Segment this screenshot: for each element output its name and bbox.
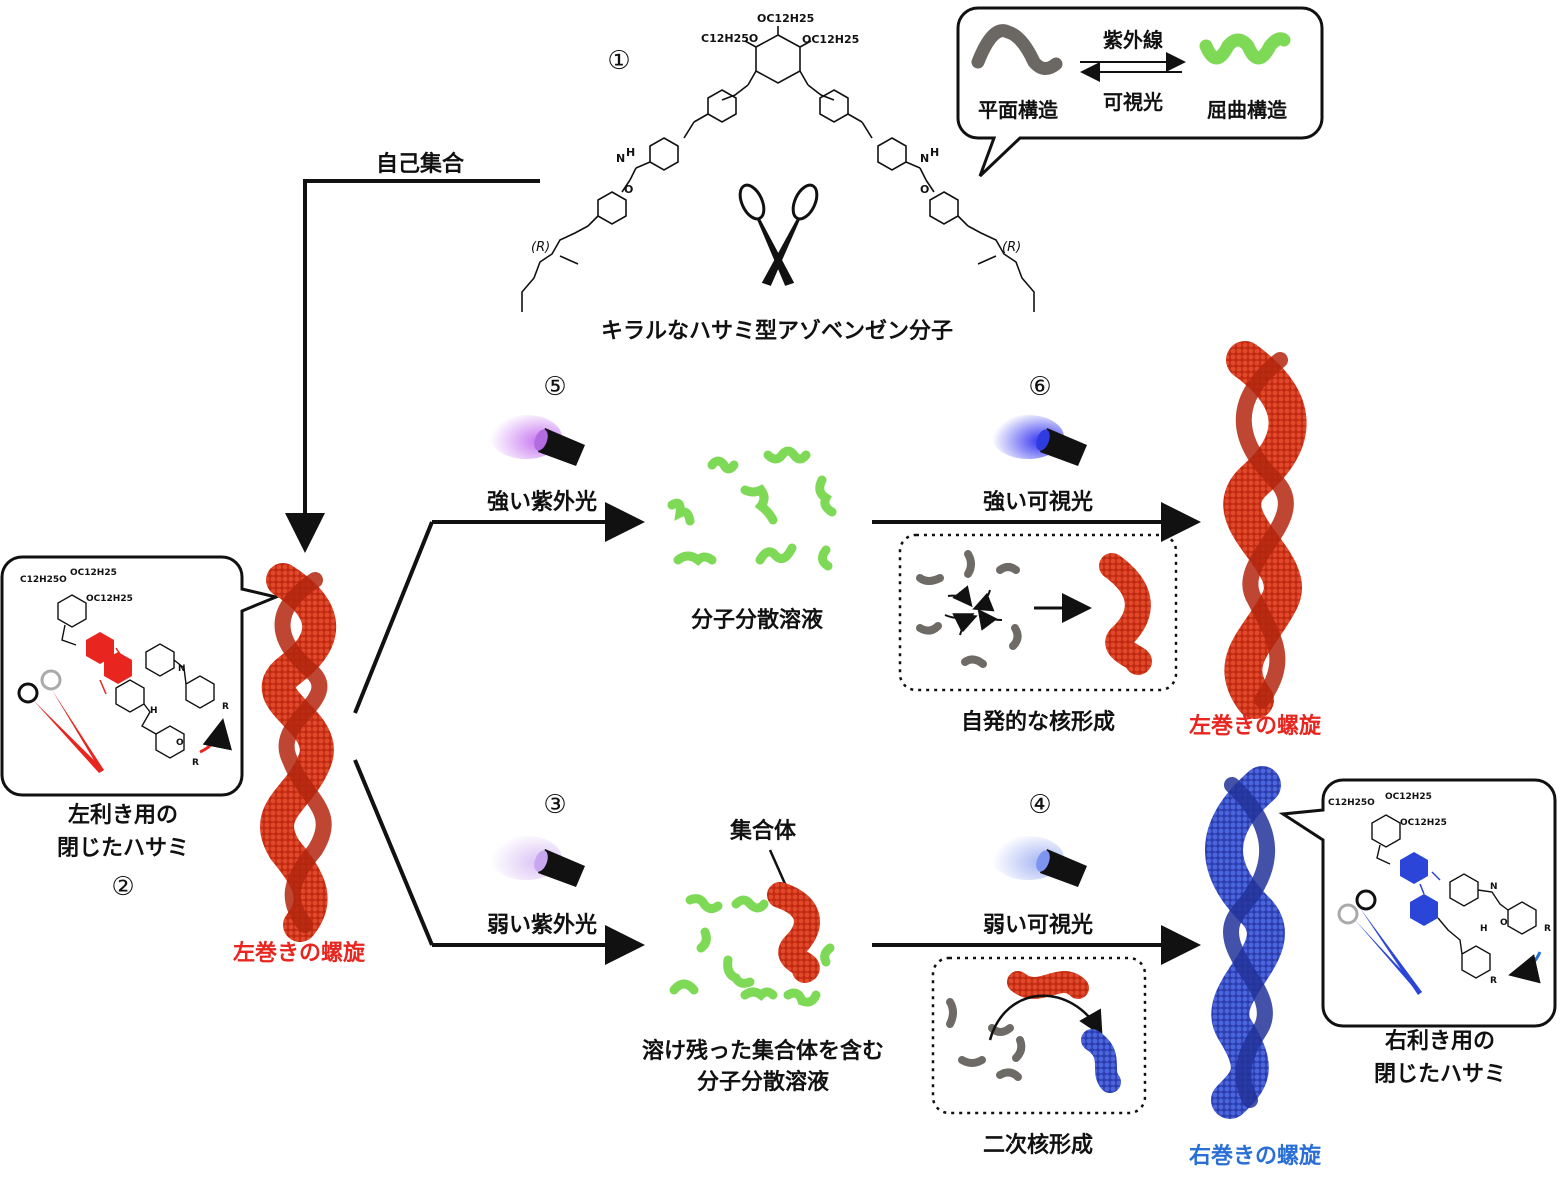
lamp-weak-uv [490,836,585,887]
aggregate-icon [767,849,820,983]
left-chem-oc12h25-1: OC12H25 [70,568,117,578]
spontaneous-nucleation-label: 自発的な核形成 [960,710,1116,735]
left-chem-o: O [176,738,184,748]
dispersion-label-lower-2: 分子分散溶液 [696,1070,830,1095]
right-chem-oc12h25-1: OC12H25 [1385,792,1432,802]
right-chem-h: H [1480,924,1488,934]
left-scissor-bubble [0,555,281,797]
dispersed-molecules-lower [669,894,835,1007]
right-scissors-caption-2: 閉じたハサミ [1373,1062,1507,1087]
upper-helix-label: 左巻きの螺旋 [1188,714,1322,739]
chem-c12h25o-left: C12H25O [701,32,759,45]
aggregate-label: 集合体 [729,819,797,844]
weak-uv-label: 弱い紫外光 [486,913,598,938]
nucleation-box-upper [898,533,1178,692]
lamp-weak-vis [992,836,1087,887]
spontaneous-nucleation-graphic [916,550,1152,675]
chiral-scissor-molecule [521,26,1035,312]
secondary-nucleation-graphic [946,971,1121,1093]
secondary-nucleation-label: 二次核形成 [982,1133,1094,1158]
molecule-caption: キラルなハサミ型アゾベンゼン分子 [600,319,954,344]
step-3-number: ③ [543,790,567,820]
left-chem-n: N [178,664,186,674]
right-chem-n: N [1490,882,1498,892]
strong-visible-label: 強い可視光 [982,490,1094,515]
left-chem-r2: R [192,758,199,768]
left-chem-oc12h25-2: OC12H25 [86,594,133,604]
lower-helix-label: 右巻きの螺旋 [1188,1144,1322,1169]
left-helix-main [260,563,337,942]
chem-h-right: H [930,146,940,159]
scissors-icon [738,183,819,286]
planar-structure-label: 平面構造 [978,98,1058,122]
left-scissors-caption-2: 閉じたハサミ [56,836,190,861]
left-helix-label: 左巻きの螺旋 [232,941,366,966]
step-6-number: ⑥ [1028,372,1052,402]
chem-n-right: N [920,152,930,165]
step-4-number: ④ [1028,790,1052,820]
left-chem-c12h25o: C12H25O [20,575,67,585]
right-chem-r1: R [1544,924,1551,934]
visible-light-label: 可視光 [1103,90,1163,114]
chem-r-left: (R) [531,240,551,255]
self-assembly-label: 自己集合 [375,152,465,177]
right-scissor-bubble [1278,778,1557,1028]
left-helix-upper-product [1223,341,1307,719]
flow-arrows [285,179,1201,965]
dispersed-molecules-upper [667,446,837,571]
left-scissors-caption-1: 左利き用の [67,803,179,828]
lamp-strong-vis [992,415,1087,466]
weak-visible-label: 弱い可視光 [982,913,1094,938]
nucleation-box-lower [931,956,1147,1115]
lamp-strong-uv [490,415,585,466]
chem-n-left: N [616,152,626,165]
left-chem-h: H [150,706,158,716]
chem-o-right: O [920,183,930,196]
chem-oc12h25-top: OC12H25 [757,12,815,25]
step-5-number: ⑤ [543,372,567,402]
bent-structure-label: 屈曲構造 [1207,98,1287,122]
left-chem-r1: R [222,702,229,712]
dispersion-label-lower-1: 溶け残った集合体を含む [641,1039,885,1064]
uv-label: 紫外線 [1103,28,1163,52]
chem-r-right: (R) [1002,240,1022,255]
chem-o-left: O [624,183,634,196]
right-scissors-caption-1: 右利き用の [1384,1029,1496,1054]
dispersion-label-upper: 分子分散溶液 [690,608,824,633]
chem-h-left: H [626,146,636,159]
chem-oc12h25-right: OC12H25 [802,33,860,46]
right-chem-o: O [1500,918,1508,928]
step-2-number: ② [111,872,135,902]
right-helix-lower-product [1205,766,1285,1119]
isomer-bubble [956,6,1324,178]
right-chem-oc12h25-2: OC12H25 [1400,818,1447,828]
right-chem-r2: R [1490,976,1497,986]
right-chem-c12h25o: C12H25O [1328,798,1375,808]
step-1-number: ① [607,46,631,76]
strong-uv-label: 強い紫外光 [486,490,598,515]
